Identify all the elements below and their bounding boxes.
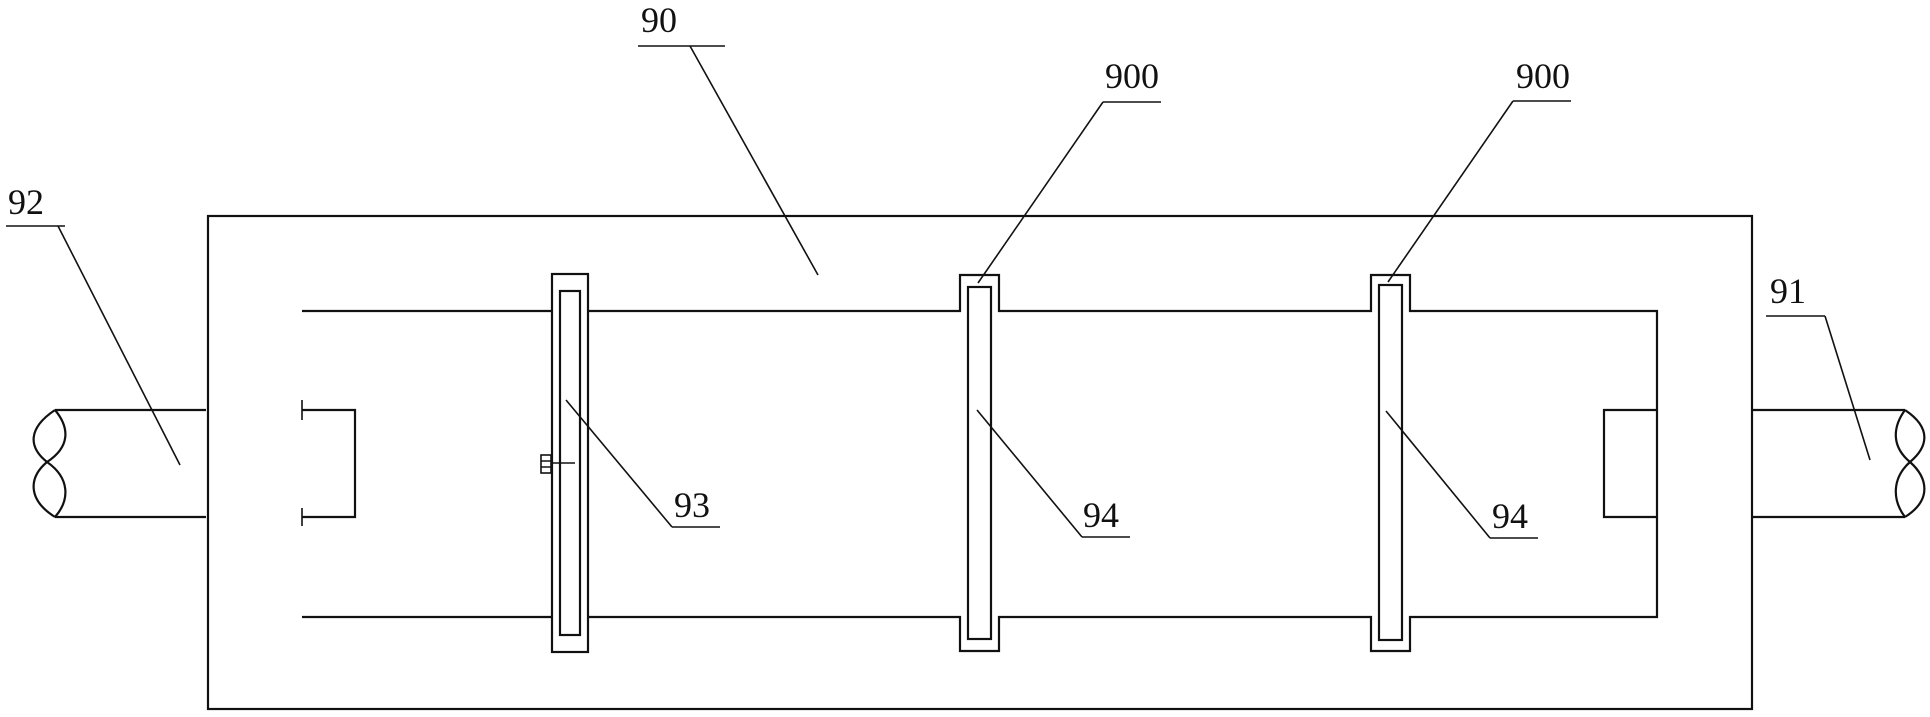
label-first-plate: 93 [674,485,710,525]
right-outlet-block [1602,408,1657,519]
right-pipe [1752,408,1926,519]
right-plate [1377,283,1404,642]
left-pipe [32,408,206,519]
label-middle-plate: 94 [1083,495,1119,535]
middle-plate [966,285,993,641]
label-right-plate: 94 [1492,496,1528,536]
label-right-slot: 900 [1516,56,1570,96]
label-left-pipe: 92 [8,182,44,222]
left-inlet-block [302,408,357,519]
label-housing: 90 [641,0,677,40]
first-plate-assembly [540,272,590,654]
label-right-pipe: 91 [1770,271,1806,311]
leader-lines [6,45,1871,539]
outer-housing [206,214,1754,711]
inner-chamber [302,273,1659,653]
label-middle-slot: 900 [1105,56,1159,96]
